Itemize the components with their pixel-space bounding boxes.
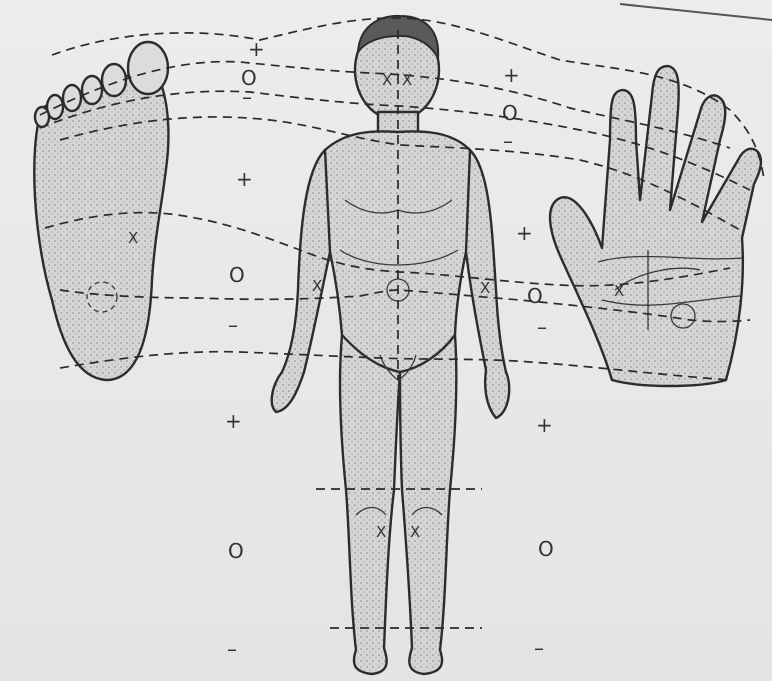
point-mark: X [614, 282, 624, 300]
point-mark: X [376, 523, 386, 541]
point-mark: X [410, 523, 420, 541]
plus-mark: + [236, 167, 253, 191]
minus-mark: – [503, 129, 513, 153]
neutral-mark: O [502, 101, 518, 125]
neutral-mark: O [229, 263, 245, 287]
plus-mark: + [503, 63, 520, 87]
minus-mark: – [537, 315, 547, 339]
minus-mark: – [242, 85, 252, 109]
hand-palm-illustration [550, 66, 761, 386]
neutral-mark: O [538, 537, 554, 561]
plus-mark: + [536, 413, 553, 437]
foot-sole-illustration [34, 42, 168, 380]
plus-mark: + [248, 37, 265, 61]
human-body-illustration [272, 16, 509, 674]
page-edge-line [620, 4, 772, 20]
minus-mark: – [227, 637, 237, 661]
point-mark: X [402, 71, 412, 89]
neutral-mark: O [228, 539, 244, 563]
neutral-mark: O [527, 284, 543, 308]
minus-mark: – [534, 636, 544, 660]
plus-mark: + [225, 409, 242, 433]
point-mark: X [128, 229, 138, 247]
point-mark: X [312, 277, 322, 295]
plus-mark: + [516, 221, 533, 245]
point-mark: X [480, 279, 490, 297]
point-mark: X [382, 71, 392, 89]
minus-mark: – [228, 313, 238, 337]
